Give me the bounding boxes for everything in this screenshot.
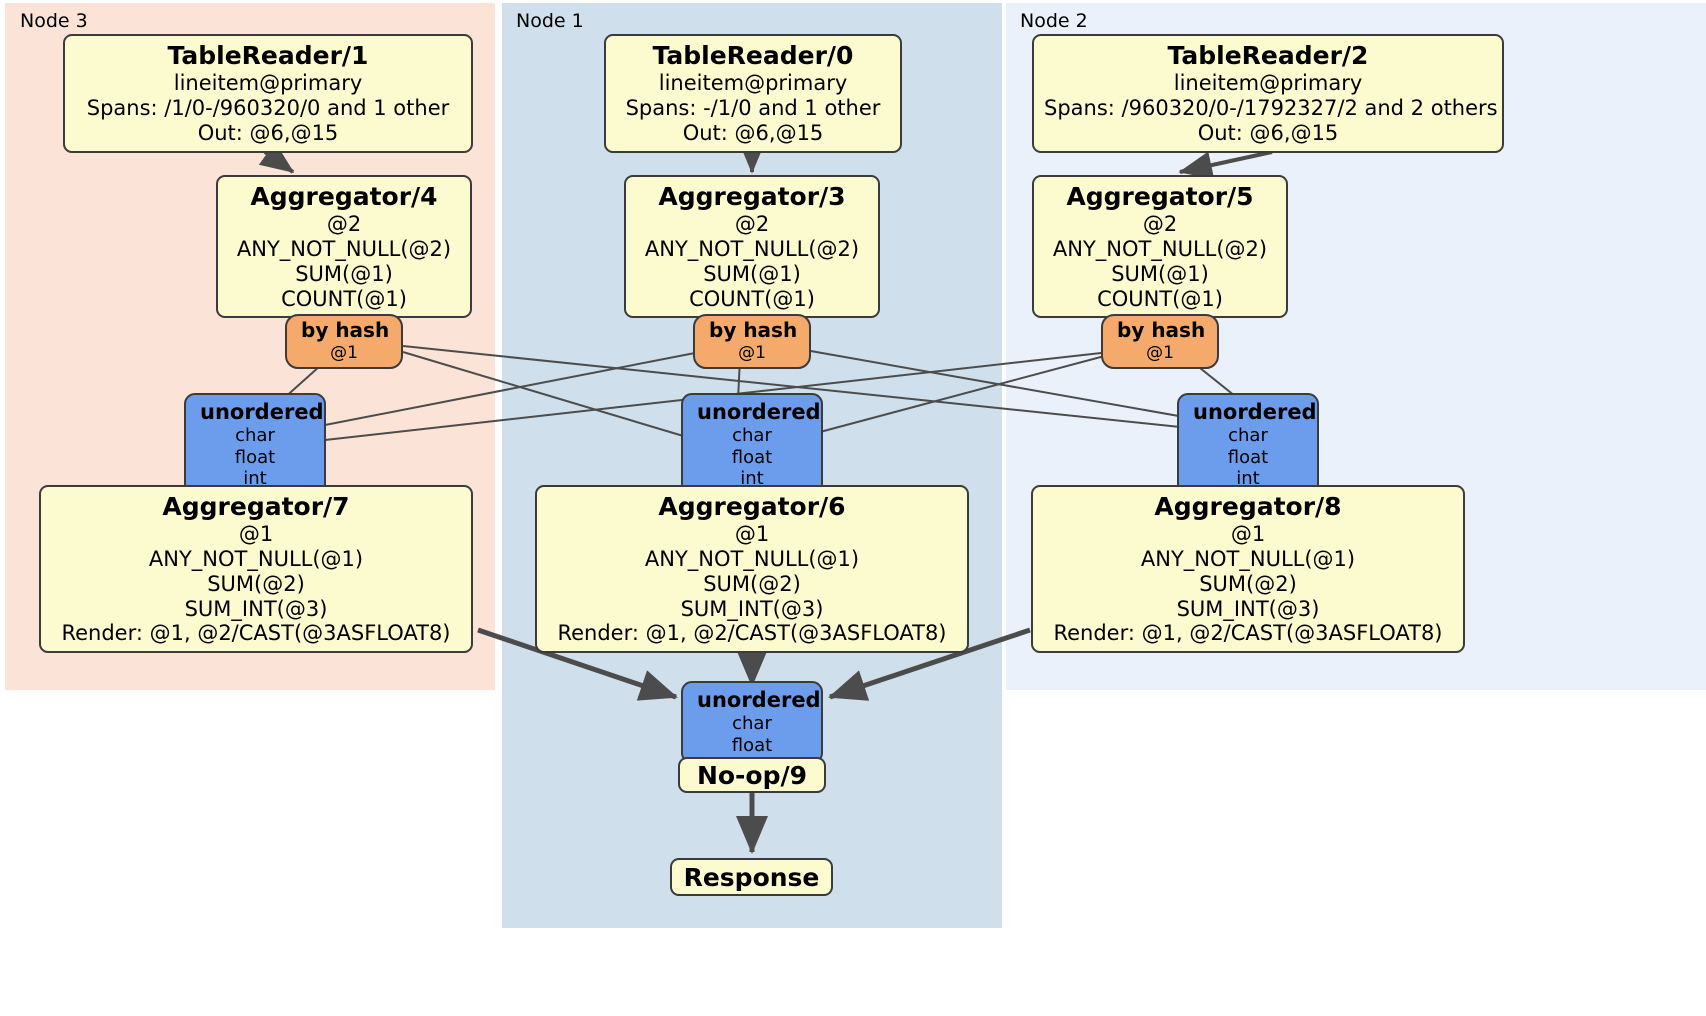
- node-aggregator-6[interactable]: Aggregator/6 @1 ANY_NOT_NULL(@1) SUM(@2)…: [535, 485, 969, 654]
- node-aggregator-3[interactable]: Aggregator/3 @2 ANY_NOT_NULL(@2) SUM(@1)…: [624, 175, 880, 319]
- sync-line: char: [1228, 425, 1268, 447]
- panel-label-node-2: Node 2: [1020, 10, 1088, 32]
- sync-unordered-center[interactable]: unordered char float int: [681, 393, 823, 498]
- node-line: COUNT(@1): [281, 286, 407, 311]
- node-line: COUNT(@1): [1097, 286, 1223, 311]
- node-line: Out: @6,@15: [682, 120, 824, 145]
- node-line: lineitem@primary: [1173, 71, 1363, 96]
- node-line: Render: @1, @2/CAST(@3ASFLOAT8): [1053, 621, 1443, 646]
- node-line: Render: @1, @2/CAST(@3ASFLOAT8): [557, 621, 947, 646]
- node-aggregator-8[interactable]: Aggregator/8 @1 ANY_NOT_NULL(@1) SUM(@2)…: [1031, 485, 1465, 654]
- sync-line: float: [731, 734, 773, 756]
- node-line: SUM(@2): [703, 571, 801, 596]
- node-line: ANY_NOT_NULL(@1): [148, 547, 364, 572]
- node-line: Spans: /1/0-/960320/0 and 1 other: [86, 96, 450, 121]
- sync-line: char: [732, 713, 772, 735]
- node-line: @2: [1142, 212, 1178, 237]
- sync-title: unordered: [1193, 400, 1317, 424]
- router-by-hash-left[interactable]: by hash @1: [285, 314, 403, 369]
- node-line: Render: @1, @2/CAST(@3ASFLOAT8): [61, 621, 451, 646]
- node-title: Aggregator/8: [1154, 492, 1342, 521]
- router-by-hash-center[interactable]: by hash @1: [693, 314, 811, 369]
- node-line: lineitem@primary: [658, 71, 848, 96]
- node-title: Aggregator/6: [658, 492, 846, 521]
- router-title: by hash: [301, 318, 390, 342]
- panel-label-node-1: Node 1: [516, 10, 584, 32]
- sync-line: int: [740, 468, 764, 490]
- node-line: @1: [734, 522, 770, 547]
- node-title: Aggregator/4: [250, 182, 438, 211]
- node-title: TableReader/2: [1167, 41, 1369, 70]
- node-line: ANY_NOT_NULL(@2): [644, 237, 860, 262]
- node-tablereader-1[interactable]: TableReader/1 lineitem@primary Spans: /1…: [63, 34, 473, 153]
- node-line: Spans: /960320/0-/1792327/2 and 2 others: [1044, 96, 1498, 121]
- node-line: COUNT(@1): [689, 286, 815, 311]
- node-no-op-9[interactable]: No-op/9: [678, 757, 826, 793]
- node-line: SUM(@1): [703, 261, 801, 286]
- sync-unordered-left[interactable]: unordered char float int: [184, 393, 326, 498]
- router-title: by hash: [1117, 318, 1206, 342]
- node-aggregator-4[interactable]: Aggregator/4 @2 ANY_NOT_NULL(@2) SUM(@1)…: [216, 175, 472, 319]
- router-by-hash-right[interactable]: by hash @1: [1101, 314, 1219, 369]
- node-line: SUM(@1): [295, 261, 393, 286]
- sync-title: unordered: [200, 400, 324, 424]
- node-line: @2: [326, 212, 362, 237]
- node-line: SUM(@2): [1199, 571, 1297, 596]
- node-line: @1: [1230, 522, 1266, 547]
- node-line: Out: @6,@15: [197, 120, 339, 145]
- node-line: @1: [238, 522, 274, 547]
- node-aggregator-5[interactable]: Aggregator/5 @2 ANY_NOT_NULL(@2) SUM(@1)…: [1032, 175, 1288, 319]
- node-line: SUM_INT(@3): [680, 596, 824, 621]
- node-line: ANY_NOT_NULL(@1): [644, 547, 860, 572]
- node-line: SUM(@1): [1111, 261, 1209, 286]
- node-title: Aggregator/7: [162, 492, 350, 521]
- node-title: TableReader/1: [167, 41, 369, 70]
- router-line: @1: [1146, 342, 1174, 363]
- sync-line: int: [243, 468, 267, 490]
- node-title: TableReader/0: [652, 41, 854, 70]
- node-line: ANY_NOT_NULL(@1): [1140, 547, 1356, 572]
- node-line: SUM(@2): [207, 571, 305, 596]
- router-line: @1: [330, 342, 358, 363]
- sync-line: float: [234, 446, 276, 468]
- node-title: Aggregator/5: [1066, 182, 1254, 211]
- sync-title: unordered: [697, 688, 821, 712]
- node-line: lineitem@primary: [173, 71, 363, 96]
- node-line: @2: [734, 212, 770, 237]
- panel-label-node-3: Node 3: [20, 10, 88, 32]
- sync-line: float: [1227, 446, 1269, 468]
- node-aggregator-7[interactable]: Aggregator/7 @1 ANY_NOT_NULL(@1) SUM(@2)…: [39, 485, 473, 654]
- node-line: SUM_INT(@3): [184, 596, 328, 621]
- node-tablereader-2[interactable]: TableReader/2 lineitem@primary Spans: /9…: [1032, 34, 1504, 153]
- node-line: SUM_INT(@3): [1176, 596, 1320, 621]
- sync-line: int: [1236, 468, 1260, 490]
- node-line: ANY_NOT_NULL(@2): [236, 237, 452, 262]
- node-line: ANY_NOT_NULL(@2): [1052, 237, 1268, 262]
- sync-title: unordered: [697, 400, 821, 424]
- sync-line: char: [235, 425, 275, 447]
- node-line: Spans: -/1/0 and 1 other: [625, 96, 881, 121]
- router-line: @1: [738, 342, 766, 363]
- sync-unordered-right[interactable]: unordered char float int: [1177, 393, 1319, 498]
- sync-unordered-final[interactable]: unordered char float: [681, 681, 823, 765]
- node-tablereader-0[interactable]: TableReader/0 lineitem@primary Spans: -/…: [604, 34, 902, 153]
- sync-line: char: [732, 425, 772, 447]
- sync-line: float: [731, 446, 773, 468]
- node-line: Out: @6,@15: [1197, 120, 1339, 145]
- node-response[interactable]: Response: [670, 858, 833, 896]
- node-title: Aggregator/3: [658, 182, 846, 211]
- router-title: by hash: [709, 318, 798, 342]
